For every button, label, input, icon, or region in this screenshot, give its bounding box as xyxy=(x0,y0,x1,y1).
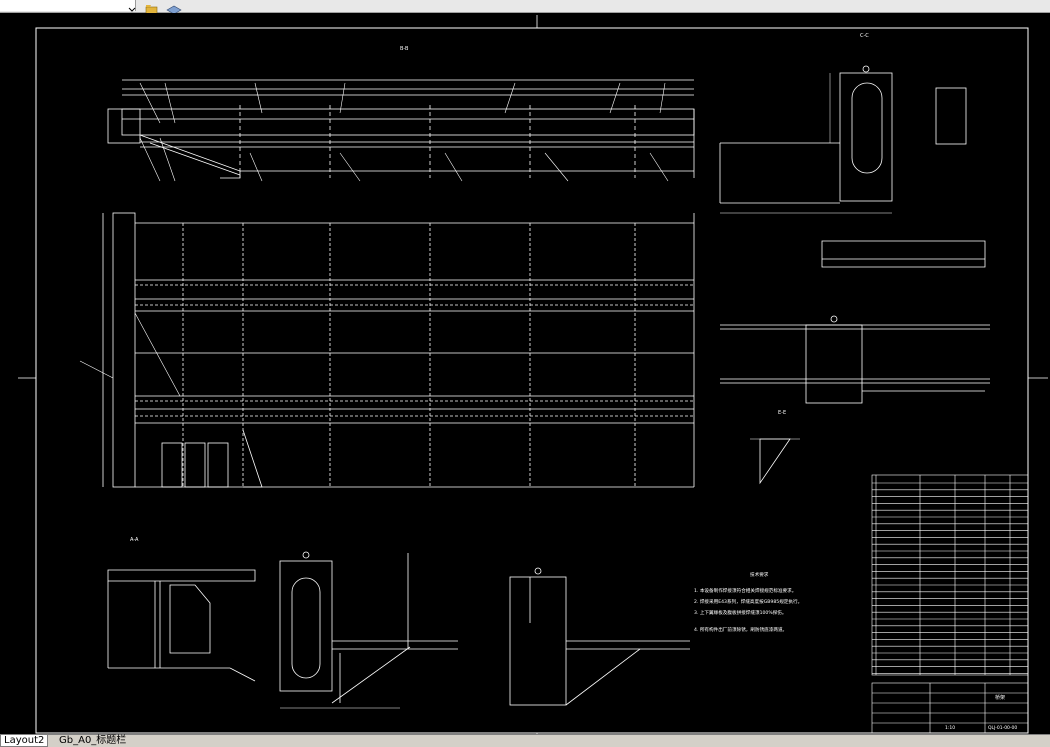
section-aa-view: A-A xyxy=(107,537,256,682)
section-bb-view: B-B xyxy=(107,46,695,182)
note-1: 1. 本设备制作焊接须符合相关焊接规范标准要求。 xyxy=(694,587,796,594)
plate-detail xyxy=(821,240,986,268)
section-ee-label: E-E xyxy=(778,410,786,416)
layer-dropdown[interactable] xyxy=(0,0,136,11)
section-bottom-right-view xyxy=(509,567,690,706)
section-bb-label: B-B xyxy=(400,46,409,52)
note-2: 2. 焊接采用E43系列，焊缝高度按GB985规定执行。 xyxy=(694,598,802,605)
drawing-frame xyxy=(35,27,1029,734)
title-block: 桥架 1:10 QLJ-01-00-00 xyxy=(871,682,1029,734)
drawing-scale: 1:10 xyxy=(945,725,955,731)
drawing-number: QLJ-01-00-00 xyxy=(988,725,1017,731)
section-aa-label: A-A xyxy=(130,537,139,543)
tab-gb-a0-title-block[interactable]: Gb_A0_标题栏 xyxy=(59,735,127,746)
centering-marks xyxy=(18,15,1048,734)
notes-title: 技术要求 xyxy=(750,571,769,578)
technical-notes: 技术要求 1. 本设备制作焊接须符合相关焊接规范标准要求。 2. 焊接采用E43… xyxy=(694,571,802,633)
note-3: 3. 上下翼缘板及腹板拼接焊缝须100%探伤。 xyxy=(694,609,786,616)
layout-tab-bar: Layout2 Gb_A0_标题栏 xyxy=(0,734,1050,747)
folder-icon[interactable] xyxy=(145,0,159,15)
layers-icon[interactable] xyxy=(165,0,183,15)
toolbar xyxy=(0,0,1050,15)
parts-list xyxy=(871,474,1029,676)
chevron-down-icon[interactable] xyxy=(128,0,136,12)
tab-layout2[interactable]: Layout2 xyxy=(0,735,49,747)
section-ee-view: E-E xyxy=(750,410,800,485)
section-ff-view xyxy=(720,315,990,404)
section-cc-bottom-view xyxy=(279,551,458,709)
section-cc-view: C-C xyxy=(719,33,967,214)
section-cc-label: C-C xyxy=(860,33,869,39)
drawing-canvas[interactable]: B-B xyxy=(0,13,1050,734)
note-4: 4. 所有构件出厂前须除锈，刷防锈底漆两道。 xyxy=(694,626,787,633)
drawing-name: 桥架 xyxy=(995,694,1005,701)
plan-view xyxy=(79,212,695,488)
